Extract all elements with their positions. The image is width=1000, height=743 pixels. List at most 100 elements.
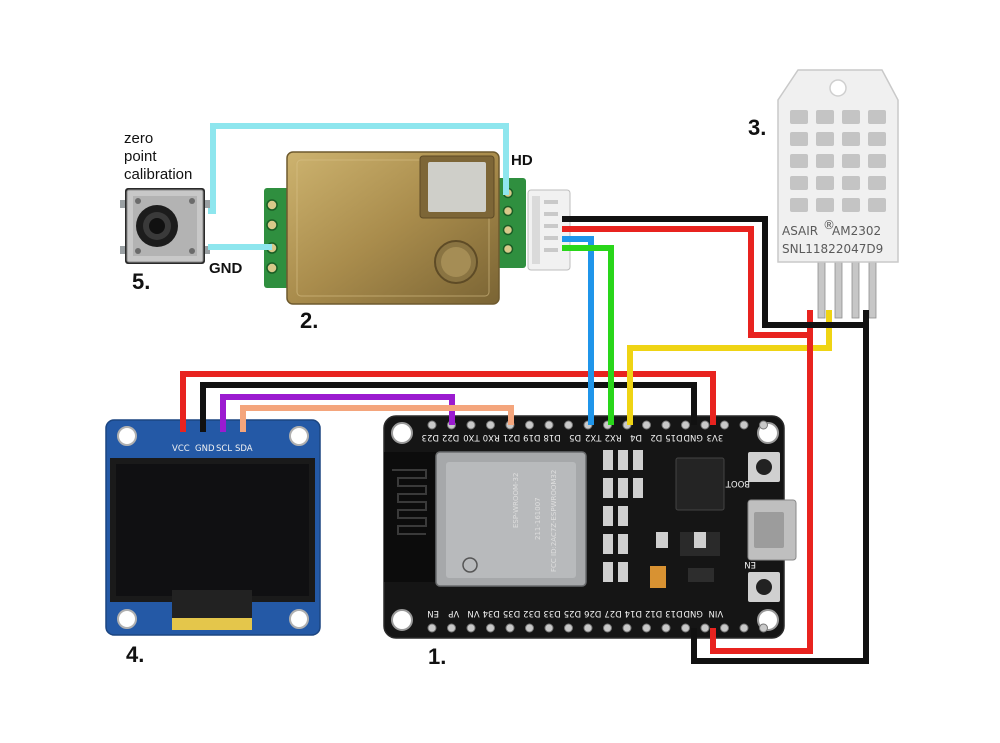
esp-bottom-pin-label: VP <box>448 608 459 618</box>
esp-bottom-pin-label: D14 <box>625 608 642 618</box>
label-oled: 4. <box>126 642 144 667</box>
esp-bottom-pin-label: D32 <box>523 608 540 618</box>
esp-top-pin-label: D22 <box>442 432 459 442</box>
dht22-sensor: ASAIR ® AM2302 SNL11822047D9 <box>777 69 899 319</box>
wire-co2-vin-dht <box>562 226 810 338</box>
esp-bottom-pin-hole <box>564 623 573 633</box>
button-caption-line-1: zero <box>124 130 153 147</box>
esp-top-pin-hole <box>739 420 749 430</box>
wire-dht-gnd-gnd <box>691 310 869 664</box>
esp-top-pin-hole <box>544 420 554 430</box>
esp-bottom-pin-hole <box>583 623 593 633</box>
esp-bottom-pin-label: EN <box>427 608 439 618</box>
esp-bottom-pin-hole <box>466 623 476 633</box>
esp-top-pin-label: D18 <box>543 432 560 442</box>
esp32-board: ESP-WROOM-32 211-161007 FCC ID:2AC7Z-ESP… <box>383 415 797 639</box>
esp-top-pin-label: D4 <box>630 432 642 442</box>
esp-bottom-pin-hole <box>622 623 632 633</box>
esp-bottom-pin-hole <box>544 623 554 633</box>
esp-bottom-pin-hole <box>603 623 612 633</box>
co2-pin-hd: HD <box>511 152 533 169</box>
esp-top-pin-label: D23 <box>422 432 439 442</box>
esp-top-pin-hole <box>759 420 768 430</box>
esp-bottom-pin-label: D34 <box>483 608 500 618</box>
esp-bottom-pin-hole <box>739 623 749 633</box>
esp-bottom-pin-label: D33 <box>543 608 560 618</box>
oled-pin-vcc: VCC <box>172 444 190 454</box>
esp-bottom-pin-hole <box>720 623 729 633</box>
esp-bottom-pin-label: D26 <box>584 608 601 618</box>
esp-bottom-pin-label: GND <box>683 608 703 618</box>
esp-top-pin-label: D21 <box>503 432 520 442</box>
esp-bottom-pin-label: D25 <box>564 608 581 618</box>
dht-reg-mark: ® <box>823 218 835 232</box>
oled-pin-scl: SCL <box>216 444 232 454</box>
wire-co2-gnd-dht <box>562 216 866 328</box>
esp-bottom-pin-label: VIN <box>709 608 724 618</box>
esp-bottom-pin-label: D12 <box>645 608 662 618</box>
esp-top-pin-label: TX2 <box>585 432 602 442</box>
esp-bottom-pin-hole <box>681 623 690 633</box>
esp-top-pin-label: RX0 <box>483 432 500 442</box>
wire-oled-gnd <box>200 382 697 432</box>
esp-bottom-pin-label: D27 <box>604 608 621 618</box>
esp-bottom-pin-hole <box>759 623 768 633</box>
esp-top-pin-label: TX0 <box>463 432 480 442</box>
esp-top-pin-hole <box>466 420 476 430</box>
esp-top-pin-label: RX2 <box>605 432 622 442</box>
label-co2-sensor: 2. <box>300 308 318 333</box>
esp-bottom-pin-hole <box>642 623 651 633</box>
label-button: 5. <box>132 269 150 294</box>
esp-top-pin-hole <box>661 420 671 430</box>
esp-bottom-pin-label: D13 <box>665 608 682 618</box>
esp-top-pin-hole <box>720 420 729 430</box>
esp-module-name: ESP-WROOM-32 <box>512 473 520 528</box>
oled-display <box>105 419 321 636</box>
dht-model: AM2302 <box>832 224 881 238</box>
label-dht-sensor: 3. <box>748 115 766 140</box>
esp-bottom-pin-hole <box>447 623 456 633</box>
esp-top-pin-hole <box>525 420 534 430</box>
esp-top-pin-label: D5 <box>569 432 581 442</box>
co2-sensor <box>264 151 571 305</box>
push-button-module[interactable] <box>120 188 210 264</box>
esp-top-pin-label: 3V3 <box>707 432 724 442</box>
esp-module-code: 211-161007 <box>534 497 542 540</box>
wire-co2-tx2 <box>562 236 594 425</box>
wire-oled-sda <box>240 405 514 432</box>
wire-co2-rx2 <box>562 245 614 425</box>
wire-dht-vcc-vin <box>710 310 813 654</box>
esp-top-pin-label: D15 <box>665 432 682 442</box>
esp-top-pin-hole <box>564 420 573 430</box>
esp-top-pin-label: D2 <box>650 432 662 442</box>
esp-top-pin-hole <box>427 420 437 430</box>
oled-pin-sda: SDA <box>235 444 253 454</box>
esp-top-pin-hole <box>642 420 651 430</box>
esp-top-pin-hole <box>700 420 710 430</box>
wire-oled-vcc <box>180 371 716 432</box>
esp-bottom-pin-hole <box>661 623 671 633</box>
esp-boot-label: BOOT <box>725 478 750 488</box>
esp-module-fcc: FCC ID:2AC7Z-ESPWROOM32 <box>550 470 558 572</box>
dht-serial: SNL11822047D9 <box>782 242 883 256</box>
label-esp32: 1. <box>428 644 446 669</box>
wire-dht-data-d4 <box>627 310 832 425</box>
esp-top-pin-label: D19 <box>523 432 540 442</box>
esp-bottom-pin-hole <box>700 623 710 633</box>
button-caption-line-2: point <box>124 148 157 165</box>
esp-bottom-pin-label: VN <box>467 608 479 618</box>
esp-en-label: EN <box>744 559 756 569</box>
oled-pin-gnd: GND <box>195 444 215 454</box>
esp-top-pin-hole <box>486 420 495 430</box>
esp-bottom-pin-hole <box>505 623 515 633</box>
esp-bottom-pin-hole <box>525 623 534 633</box>
button-caption-line-3: calibration <box>124 166 192 183</box>
dht-brand: ASAIR <box>782 224 818 238</box>
esp-bottom-pin-hole <box>427 623 437 633</box>
co2-pin-gnd: GND <box>209 260 243 277</box>
esp-top-pin-hole <box>681 420 690 430</box>
esp-bottom-pin-label: D35 <box>503 608 520 618</box>
wire-button-to-hd <box>208 123 509 214</box>
esp-bottom-pin-hole <box>486 623 495 633</box>
